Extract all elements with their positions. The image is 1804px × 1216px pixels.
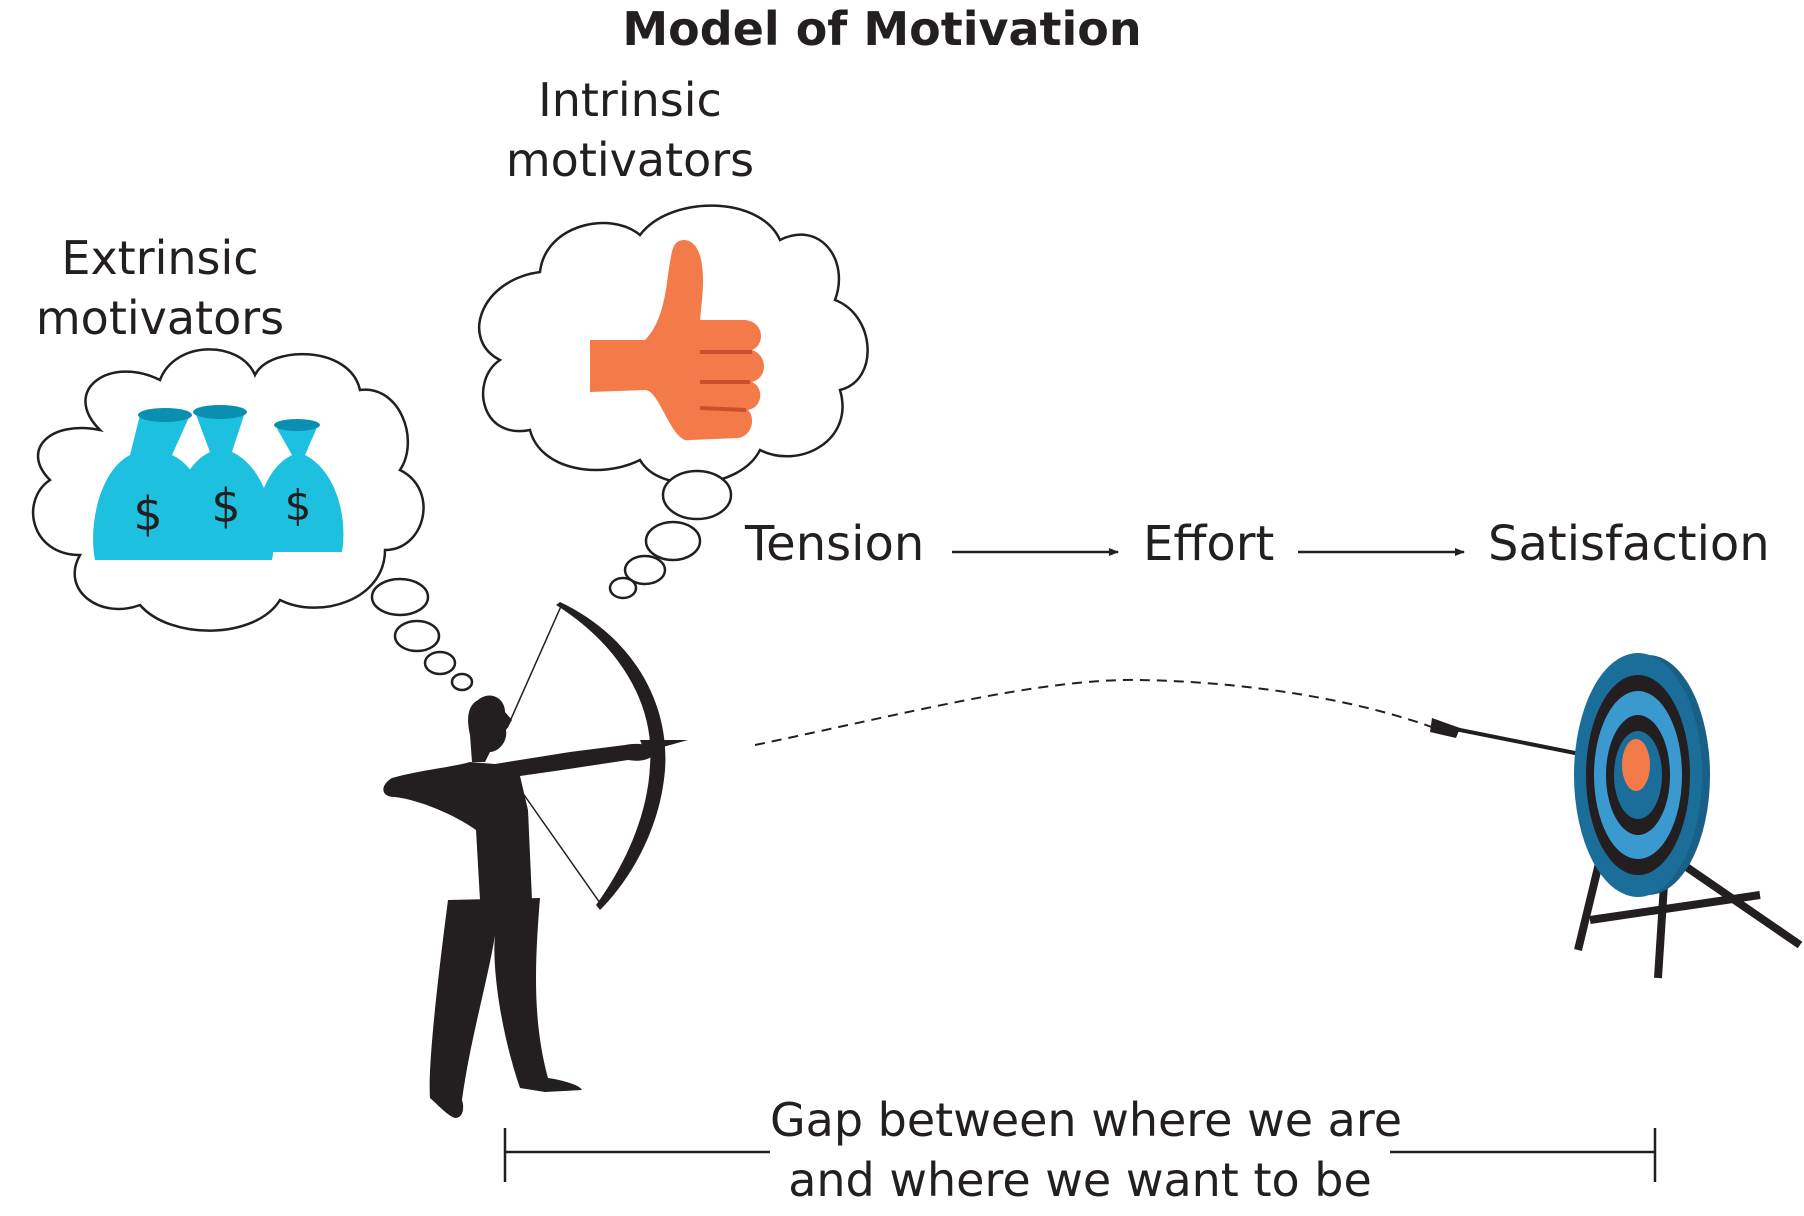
target-icon [1574,653,1803,979]
intrinsic-label-line-1: Intrinsic [538,73,722,127]
effort-label: Effort [1143,516,1275,572]
tension-label: Tension [745,516,925,572]
intrinsic-motivators-label: Intrinsic motivators [490,70,770,190]
thumbs-up-icon [590,240,764,441]
gap-label: Gap between where we are and where we wa… [770,1090,1403,1210]
money-bag-symbol-1: $ [133,487,162,541]
archer-silhouette-icon [383,602,688,1118]
money-bag-icon [172,405,275,560]
satisfaction-label: Satisfaction [1488,516,1770,572]
extrinsic-label-line-1: Extrinsic [61,231,259,285]
money-bag-symbol-2: $ [211,479,240,533]
arrow-icon [1430,718,1601,760]
intrinsic-label-line-2: motivators [505,133,755,187]
gap-label-line-2: and where we want to be [788,1153,1372,1207]
extrinsic-motivators-label: Extrinsic motivators [20,228,300,348]
money-bags-icon [93,405,344,560]
arrow-trajectory-path [754,678,1441,746]
diagram-title: Model of Motivation [622,2,1142,56]
money-bag-symbol-3: $ [285,481,312,530]
money-bag-icon [256,419,344,552]
gap-label-line-1: Gap between where we are [770,1093,1403,1147]
extrinsic-label-line-2: motivators [35,291,285,345]
